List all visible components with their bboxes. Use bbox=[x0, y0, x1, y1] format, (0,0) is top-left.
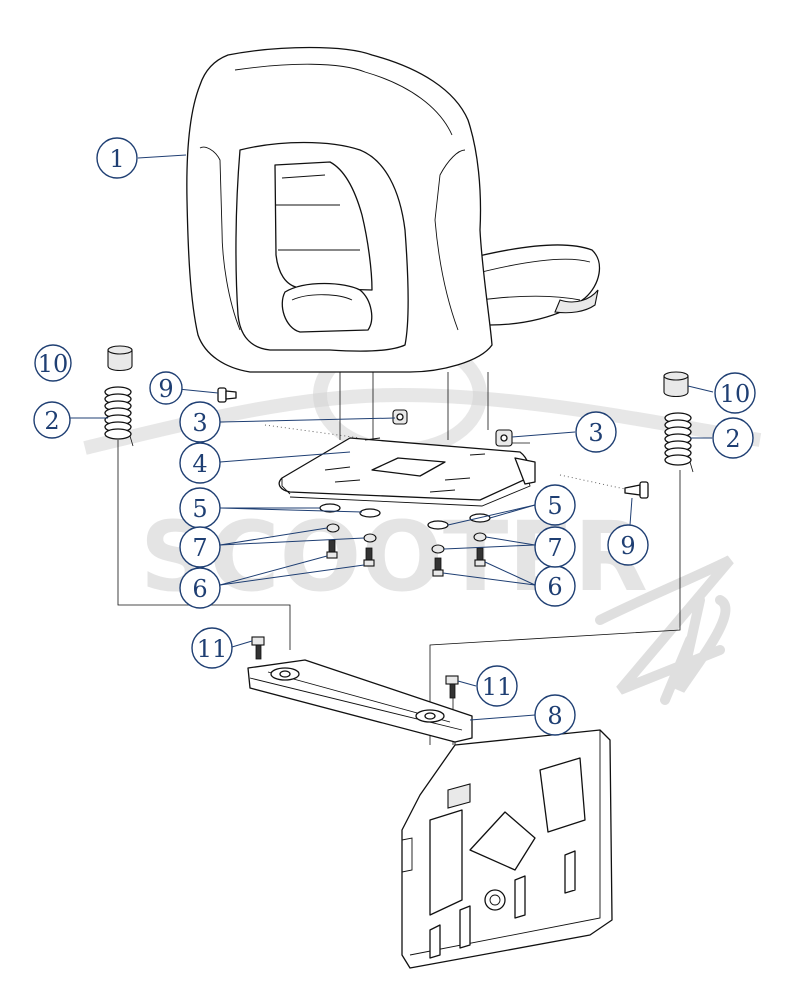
frame-left-slot bbox=[429, 809, 463, 916]
svg-text:7: 7 bbox=[547, 534, 562, 562]
svg-text:2: 2 bbox=[44, 407, 59, 435]
svg-text:5: 5 bbox=[547, 492, 562, 520]
right-spring-guide-line bbox=[429, 470, 681, 745]
left-pivot-nut bbox=[392, 409, 408, 425]
flat-washers bbox=[319, 503, 491, 530]
svg-text:9: 9 bbox=[158, 375, 173, 403]
callout-part-5-left: 5 bbox=[179, 487, 221, 529]
callout-part-5-right: 5 bbox=[534, 484, 576, 526]
callout-part-2-right: 2 bbox=[712, 417, 754, 459]
callout-part-1: 1 bbox=[96, 137, 138, 179]
right-screw bbox=[559, 474, 649, 499]
callout-part-4: 4 bbox=[179, 442, 221, 484]
seat bbox=[186, 46, 601, 440]
hex-bolts bbox=[326, 539, 486, 577]
frame-cam-slot bbox=[469, 811, 536, 871]
mounting-plate-side-tab bbox=[514, 457, 536, 485]
svg-text:6: 6 bbox=[192, 575, 207, 603]
frame-pivot-gear bbox=[484, 889, 506, 911]
callout-part-11-right: 11 bbox=[476, 665, 518, 707]
svg-text:10: 10 bbox=[720, 380, 751, 408]
callout-part-10-right: 10 bbox=[714, 372, 756, 414]
frame-bracket bbox=[401, 729, 613, 969]
svg-text:10: 10 bbox=[38, 350, 69, 378]
right-spring-assembly bbox=[429, 371, 694, 745]
watermark-script-logo bbox=[595, 555, 734, 705]
svg-text:11: 11 bbox=[482, 673, 513, 701]
svg-text:1: 1 bbox=[109, 145, 124, 173]
callout-part-8: 8 bbox=[534, 694, 576, 736]
callout-part-7-right: 7 bbox=[534, 526, 576, 568]
right-rubber-cap bbox=[663, 375, 689, 398]
callout-part-2-left: 2 bbox=[33, 401, 71, 439]
svg-text:7: 7 bbox=[192, 534, 207, 562]
seat-cushion-underside bbox=[554, 289, 599, 314]
left-coil-spring bbox=[104, 386, 134, 447]
svg-text:4: 4 bbox=[192, 450, 207, 478]
left-spring-assembly bbox=[104, 345, 291, 650]
upper-left-bolt bbox=[251, 636, 265, 660]
svg-text:5: 5 bbox=[192, 495, 207, 523]
right-pivot-nut bbox=[495, 429, 530, 447]
svg-text:2: 2 bbox=[725, 425, 740, 453]
callouts: 1 2 2 3 3 4 5 5 bbox=[33, 137, 756, 736]
callout-part-3-left: 3 bbox=[179, 401, 221, 443]
slide-rail-body bbox=[247, 659, 473, 743]
callout-part-3-right: 3 bbox=[575, 411, 617, 453]
frame-upper-slot bbox=[539, 757, 586, 833]
callout-part-9-right: 9 bbox=[607, 524, 649, 566]
right-coil-spring bbox=[664, 412, 694, 473]
svg-text:11: 11 bbox=[197, 635, 228, 663]
svg-text:9: 9 bbox=[620, 532, 635, 560]
mounting-plate-center-window bbox=[371, 457, 446, 477]
callout-part-6-right: 6 bbox=[534, 565, 576, 607]
svg-text:3: 3 bbox=[192, 409, 207, 437]
frame-clip bbox=[447, 783, 471, 809]
seat-backrest-window bbox=[274, 161, 373, 291]
svg-text:3: 3 bbox=[588, 419, 603, 447]
svg-text:6: 6 bbox=[547, 573, 562, 601]
seat-slide-rail bbox=[247, 659, 473, 752]
svg-text:8: 8 bbox=[547, 702, 562, 730]
callout-part-9-left: 9 bbox=[149, 371, 183, 405]
leader-lines bbox=[60, 154, 714, 721]
callout-part-7-left: 7 bbox=[179, 526, 221, 568]
left-rubber-cap bbox=[107, 349, 133, 372]
seat-handle-opening bbox=[281, 282, 373, 333]
left-screw bbox=[217, 387, 237, 403]
callout-part-6-left: 6 bbox=[179, 567, 221, 609]
callout-part-11-left: 11 bbox=[191, 627, 233, 669]
seat-mounting-plate bbox=[278, 437, 536, 507]
callout-part-10-left: 10 bbox=[34, 344, 72, 382]
